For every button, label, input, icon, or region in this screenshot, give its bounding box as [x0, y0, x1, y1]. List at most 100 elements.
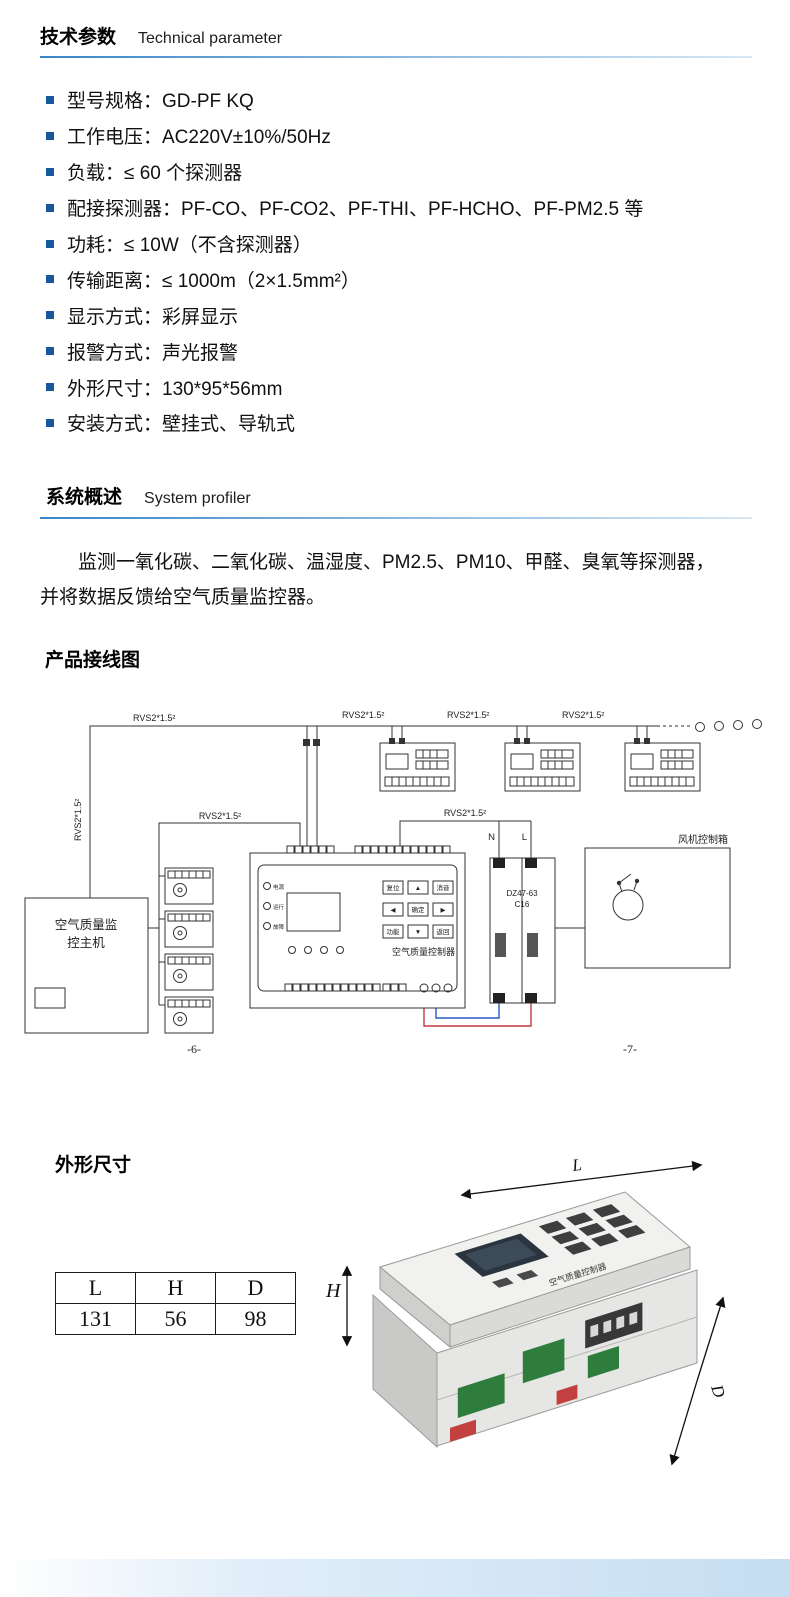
dimensions-title: 外形尺寸 [55, 1155, 132, 1176]
terminal-block-green [522, 1338, 565, 1384]
param-text: 工作电压：AC220V±10%/50Hz [67, 127, 331, 149]
device-top-panel [454, 1204, 646, 1288]
system-paragraph-line1: 监测一氧化碳、二氧化碳、温湿度、PM2.5、PM10、甲醛、臭氧等探测器， [78, 552, 715, 573]
dimensions-value-row: 131 56 98 [55, 1303, 296, 1335]
fan-control-box: 风机控制箱 [584, 833, 731, 969]
confirm-button-label: 确定 [412, 905, 426, 914]
device-3d [372, 1191, 698, 1449]
tech-section-header: 技术参数 Technical parameter [40, 22, 282, 49]
reset-button-label: 复位 [387, 883, 401, 892]
din-clip-red [450, 1419, 477, 1442]
down-button-label: ▼ [415, 929, 421, 936]
bullet-icon [46, 418, 54, 427]
height-dim-label: H [325, 1280, 342, 1302]
cable-label: RVS2*1.5² [199, 811, 241, 821]
tech-param-item: 配接探测器：PF-CO、PF-CO2、PF-THI、PF-HCHO、PF-PM2… [46, 190, 643, 226]
breaker-model-label: DZ47-63 [506, 889, 538, 898]
cable-label: RVS2*1.5² [447, 710, 489, 720]
bullet-icon [46, 383, 54, 392]
length-dim-label: L [570, 1155, 583, 1175]
dim-header-h: H [135, 1272, 216, 1304]
system-title-cn: 系统概述 [46, 487, 123, 508]
detector-module [379, 737, 456, 792]
device-button [617, 1225, 646, 1239]
controller-display [286, 892, 341, 932]
param-text: 安装方式：壁挂式、导轨式 [67, 414, 296, 436]
tech-param-item: 工作电压：AC220V±10%/50Hz [46, 118, 643, 154]
controller-buttons [382, 880, 454, 939]
fan-motor-icon [612, 889, 644, 921]
dimensions-header-row: L H D [55, 1272, 296, 1304]
host-label-line1: 空气质量监 [55, 917, 118, 932]
param-text: 外形尺寸：130*95*56mm [67, 378, 283, 400]
bullet-icon [46, 203, 54, 212]
dim-header-l: L [55, 1272, 136, 1304]
dim-value-h: 56 [135, 1303, 216, 1335]
device-button [565, 1212, 594, 1226]
tech-param-item: 型号规格：GD-PF KQ [46, 82, 643, 118]
left-button-label: ◀ [391, 907, 396, 914]
din-clip-red [556, 1384, 578, 1406]
device-button [551, 1231, 579, 1245]
device-button [591, 1233, 619, 1247]
circuit-breaker: DZ47-63 C16 [489, 857, 556, 1004]
device-button [605, 1214, 633, 1228]
connector-block [585, 1302, 643, 1349]
tech-param-item: 报警方式：声光报警 [46, 333, 643, 369]
tech-param-item: 负载：≤ 60 个探测器 [46, 154, 643, 190]
cable-label: RVS2*1.5² [342, 710, 384, 720]
host-label-line2: 控主机 [67, 936, 105, 950]
power-led-icon [263, 882, 271, 890]
page-number-left: -6- [187, 1042, 201, 1056]
tech-param-item: 传输距离：≤ 1000m（2×1.5mm²） [46, 261, 643, 297]
controller-box: 电源 运行 故障 复位 ▲ 消音 ◀ 确定 ▶ 功能 ▼ 返回 空气质量控制器 [249, 845, 466, 1009]
device-button [538, 1220, 567, 1234]
breaker-spec-label: C16 [515, 900, 530, 909]
sensor-module [164, 867, 214, 905]
tech-param-item: 功耗：≤ 10W（不含探测器） [46, 226, 643, 262]
bullet-icon [46, 347, 54, 356]
device-button [564, 1241, 592, 1255]
back-button-label: 返回 [437, 928, 450, 936]
wiring-title: 产品接线图 [45, 650, 141, 671]
neutral-label: N [488, 832, 495, 843]
bullet-icon [46, 95, 54, 104]
right-button-label: ▶ [441, 907, 446, 914]
terminal-block-green [587, 1346, 619, 1379]
breaker-toggle [527, 933, 538, 957]
run-led-icon [263, 902, 271, 910]
param-text: 报警方式：声光报警 [67, 342, 239, 364]
param-text: 显示方式：彩屏显示 [67, 306, 239, 328]
param-text: 配接探测器：PF-CO、PF-CO2、PF-THI、PF-HCHO、PF-PM2… [67, 199, 644, 221]
detector-module [624, 737, 701, 792]
footer-gradient-bar [0, 1559, 790, 1597]
mute-button-label: 消音 [437, 883, 451, 892]
junction-block [303, 739, 320, 746]
bullet-icon [46, 275, 54, 284]
live-wire [423, 992, 532, 1027]
param-text: 负载：≤ 60 个探测器 [67, 163, 243, 185]
param-text: 传输距离：≤ 1000m（2×1.5mm²） [67, 270, 360, 292]
breaker-toggle [495, 933, 506, 957]
terminal-block-green [457, 1373, 505, 1418]
cable-label: RVS2*1.5² [133, 713, 175, 723]
bullet-icon [46, 167, 54, 176]
system-section-header: 系统概述 System profiler [46, 482, 251, 509]
sensor-module [164, 996, 214, 1034]
tech-title-cn: 技术参数 [40, 27, 117, 48]
live-label: L [522, 832, 527, 843]
bullet-icon [46, 311, 54, 320]
wiring-diagram: 空气质量监 控主机 电源 运行 故障 复位 ▲ 消音 ◀ 确定 [24, 710, 762, 1056]
param-text: 功耗：≤ 10W（不含探测器） [67, 235, 312, 256]
power-led-label: 电源 [273, 883, 285, 891]
dimension-arrows [341, 1160, 726, 1466]
run-led-label: 运行 [273, 903, 285, 911]
host-box: 空气质量监 控主机 [24, 897, 149, 1034]
product-photo: 空气质量控制器 L H D [325, 1155, 729, 1466]
system-title-en: System profiler [144, 490, 251, 507]
device-button [592, 1204, 621, 1218]
tech-divider [40, 56, 752, 58]
sensor-module [164, 910, 214, 948]
tech-param-item: 显示方式：彩屏显示 [46, 297, 643, 333]
system-paragraph-line2: 并将数据反馈给空气质量监控器。 [40, 587, 326, 608]
